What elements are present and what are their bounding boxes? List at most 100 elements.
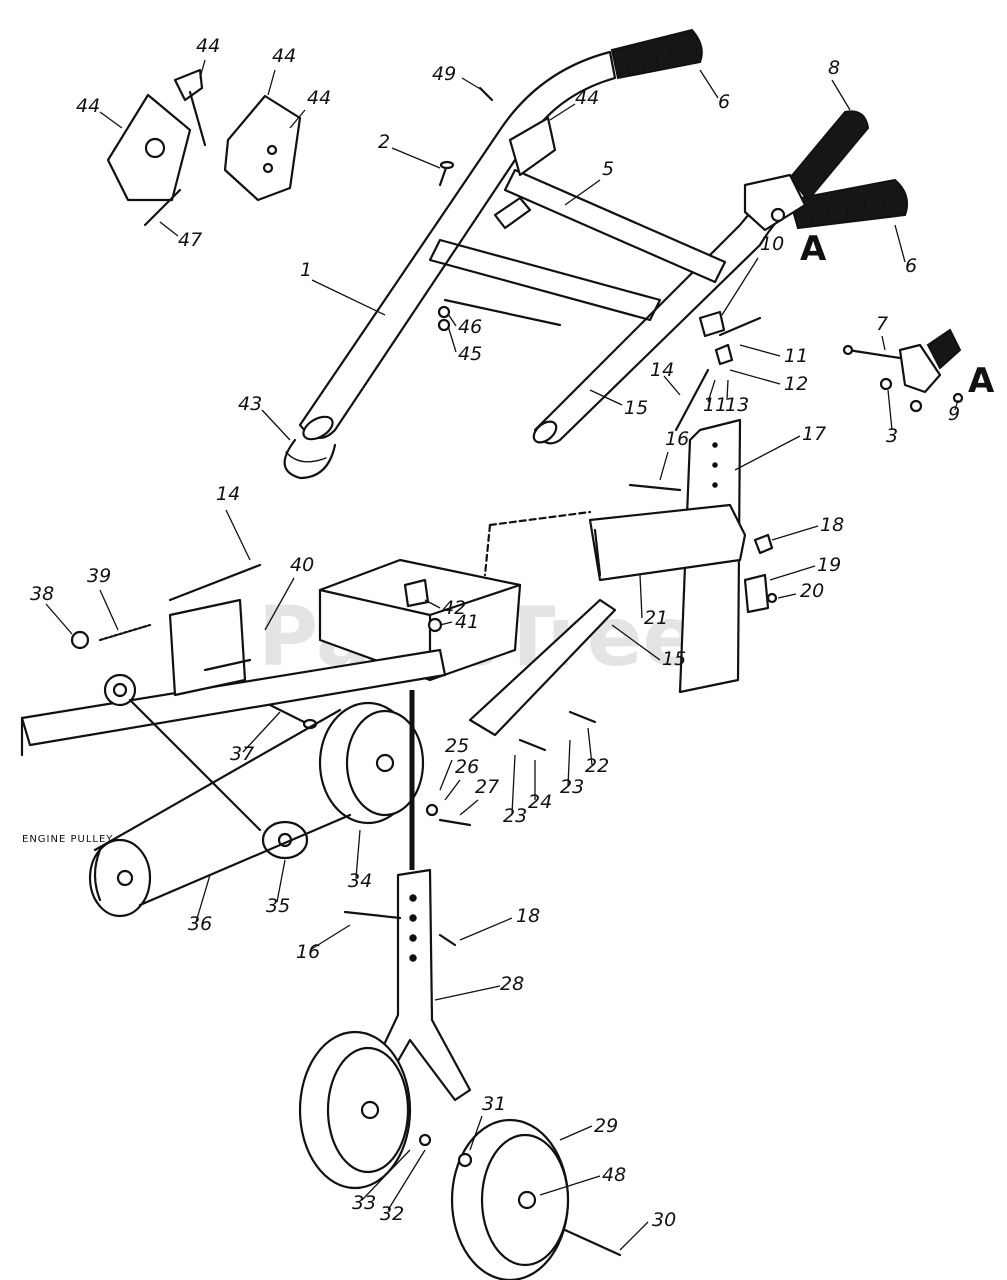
control-box-knob [144,137,166,159]
callout-23: 23 [560,776,584,798]
callout-15: 15 [662,648,686,670]
callout-1: 1 [300,259,312,281]
nut-41 [427,617,443,633]
callout-18: 18 [516,905,540,927]
callout-leader-15 [611,624,661,661]
callout-leader-22 [587,727,593,766]
cover-screw [266,144,278,156]
callout-27: 27 [475,776,499,798]
callout-leader-44 [549,103,576,121]
callout-22: 22 [585,755,609,777]
callout-3: 3 [886,425,898,447]
view-a-marker-detail: A [968,361,995,401]
callout-leader-47 [159,221,179,237]
callout-32: 32 [380,1203,404,1225]
callout-48: 48 [602,1164,626,1186]
hidden-line [483,523,492,577]
bracket-19 [743,573,770,614]
callout-leader-14 [663,375,681,396]
bolt-7-head [842,344,854,356]
callout-leader-27 [459,799,479,816]
callout-leader-44 [99,111,123,129]
nut-3 [909,399,923,413]
callout-23: 23 [503,805,527,827]
frame-assembly [20,558,617,827]
callout-44: 44 [272,45,296,67]
control-panel-bracket [508,116,557,177]
callout-30: 30 [652,1209,676,1231]
wheel-left-hub [360,1100,380,1120]
callout-leader-33 [361,1149,411,1201]
clip-18-upper [753,533,774,555]
callout-5: 5 [602,158,614,180]
callout-leader-11 [739,344,781,357]
callout-leader-21 [639,574,643,619]
clutch-pivot-bolt [770,207,786,223]
callout-leader-6 [894,224,906,263]
callout-leader-6 [699,69,719,99]
callout-leader-45 [447,325,457,353]
callout-20: 20 [800,580,824,602]
bracket-42 [403,578,430,608]
callout-36: 36 [188,913,212,935]
washer-26 [425,803,439,817]
callout-leader-18 [771,525,819,541]
callout-leader-26 [444,779,461,801]
cable-fitting-12 [714,343,734,366]
bracket-hole [409,954,417,962]
callout-leader-31 [469,1115,483,1151]
bolt-22 [568,710,597,724]
callout-38: 38 [30,583,54,605]
engine-pulley-hub [116,869,134,887]
transmission-housing [318,558,522,682]
handle-lower-brace [428,238,662,322]
handle-grip-right [788,178,908,230]
callout-15: 15 [624,397,648,419]
bolt-24 [518,738,547,752]
callout-43: 43 [238,393,262,415]
callout-12: 12 [784,373,808,395]
callout-14: 14 [216,483,240,505]
callout-leader-16 [659,451,669,481]
callout-leader-43 [261,409,291,441]
callout-leader-29 [559,1125,593,1141]
washer-32 [418,1133,432,1147]
callout-2: 2 [378,131,390,153]
callout-34: 34 [348,870,372,892]
nut-46 [437,305,451,319]
handle-clamp-inner [285,451,327,463]
axle-bolt-30 [563,1228,622,1257]
belt-drive [88,690,425,918]
callout-24: 24 [528,791,552,813]
callout-11: 11 [703,394,727,416]
handle-upper-brace [503,168,727,284]
callout-leader-9 [954,399,959,411]
hidden-line [488,510,592,527]
cable-11 [718,316,762,337]
callout-29: 29 [594,1115,618,1137]
bolt-16-upper [628,483,682,492]
depth-hole [712,442,718,448]
wheel-assembly [298,868,622,1280]
callout-33: 33 [352,1192,376,1214]
cable-14-upper [674,368,710,432]
callout-leader-10 [721,257,759,316]
view-a-marker-main: A [800,229,827,269]
bolt-7 [846,348,902,360]
cover-screw [262,162,274,174]
callout-11: 11 [784,345,808,367]
bracket-40 [168,598,247,697]
callout-18: 18 [820,514,844,536]
callout-49: 49 [432,63,456,85]
callout-leader-5 [564,179,601,206]
callout-leader-49 [461,77,483,91]
callout-leader-8 [831,79,851,111]
handle-brace-plate [443,298,562,327]
pin-37 [268,703,312,727]
spacer-31 [457,1152,473,1168]
shaft-40 [203,658,252,672]
nut-20 [766,592,778,604]
callout-leader-41 [439,621,453,626]
callout-6: 6 [905,255,917,277]
idler-38 [70,630,90,650]
